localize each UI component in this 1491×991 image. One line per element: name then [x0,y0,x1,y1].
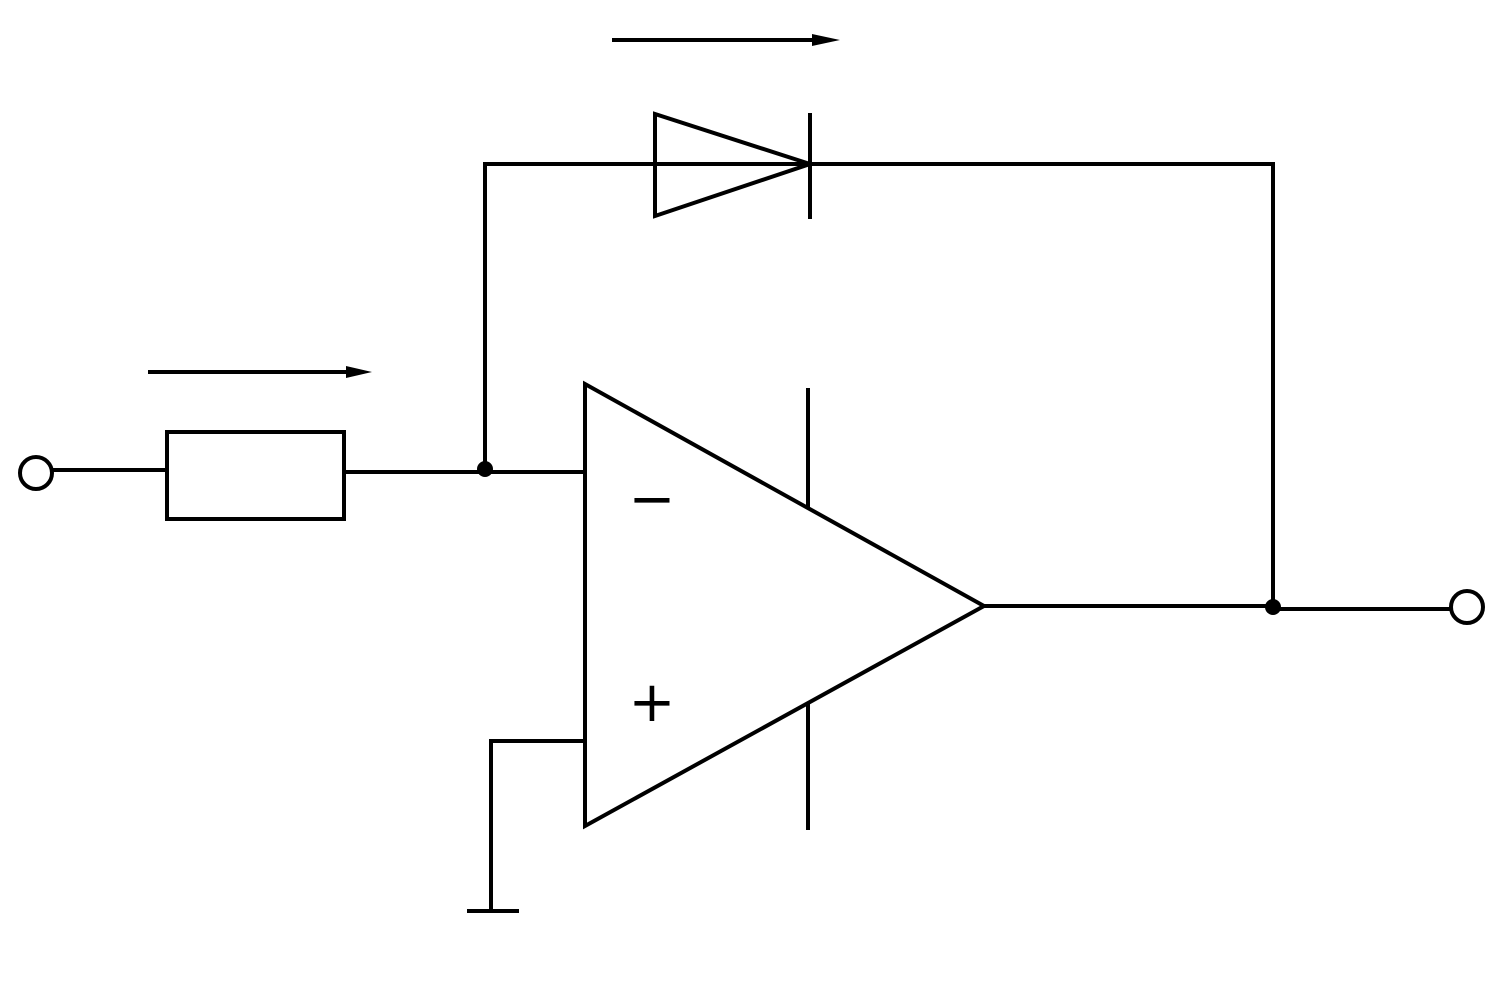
input-terminal [18,455,54,491]
wire-feedback-right [810,162,1275,607]
diode [653,111,817,219]
output-terminal [1449,589,1485,625]
current-arrow-input [148,366,372,378]
inverting-input-label: − [629,467,676,532]
resistor [165,430,346,521]
wire-non-inverting-ground [489,739,584,911]
current-arrow-diode [612,34,840,46]
non-inverting-input-label: + [629,670,676,735]
wire-feedback-left [483,162,655,469]
op-amp [583,380,989,830]
